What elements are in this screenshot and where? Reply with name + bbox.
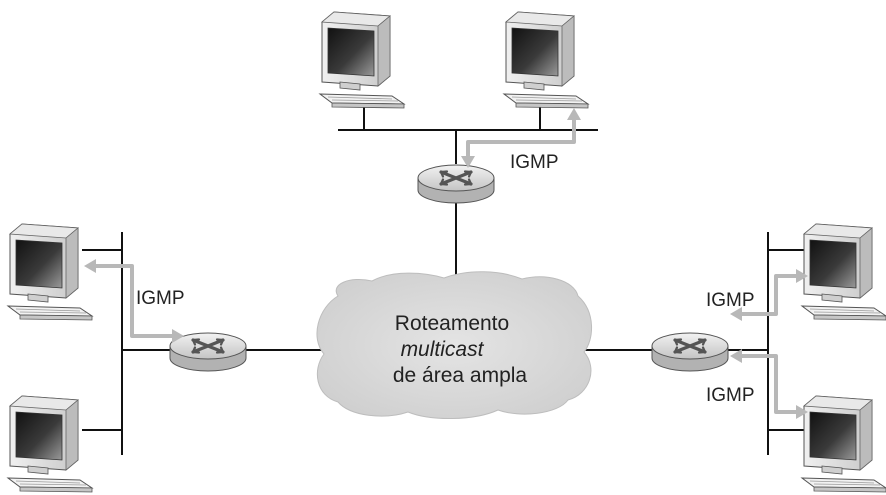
igmp-label-right-lower: IGMP [706,385,755,406]
igmp-arrow-left [92,264,176,338]
igmp-label-right-upper: IGMP [706,290,755,311]
cloud-shape [316,271,593,419]
cloud-line-1: Roteamento [395,312,509,335]
igmp-label-left: IGMP [136,288,185,309]
igmp-arrow-right-lower [738,354,800,414]
igmp-label-top: IGMP [510,152,559,173]
desktop-computer-icon [319,11,405,109]
network-links [82,104,810,455]
desktop-computer-icon [503,11,589,109]
cloud-line-3: de área ampla [393,364,528,387]
router-icon [168,331,248,373]
desktop-computer-icon [801,223,886,321]
desktop-computer-icon [7,395,93,493]
router-icon [416,163,496,205]
igmp-arrow-right-upper [738,274,800,316]
igmp-arrows [92,118,800,414]
igmp-arrow-top [466,118,576,160]
desktop-computer-icon [801,395,886,493]
router-icon [650,331,730,373]
cloud-line-2: multicast [401,338,485,361]
igmp-arrowheads [84,108,808,419]
wide-area-multicast-cloud: Roteamento multicast de área ampla [316,271,593,419]
desktop-computer-icon [7,223,93,321]
